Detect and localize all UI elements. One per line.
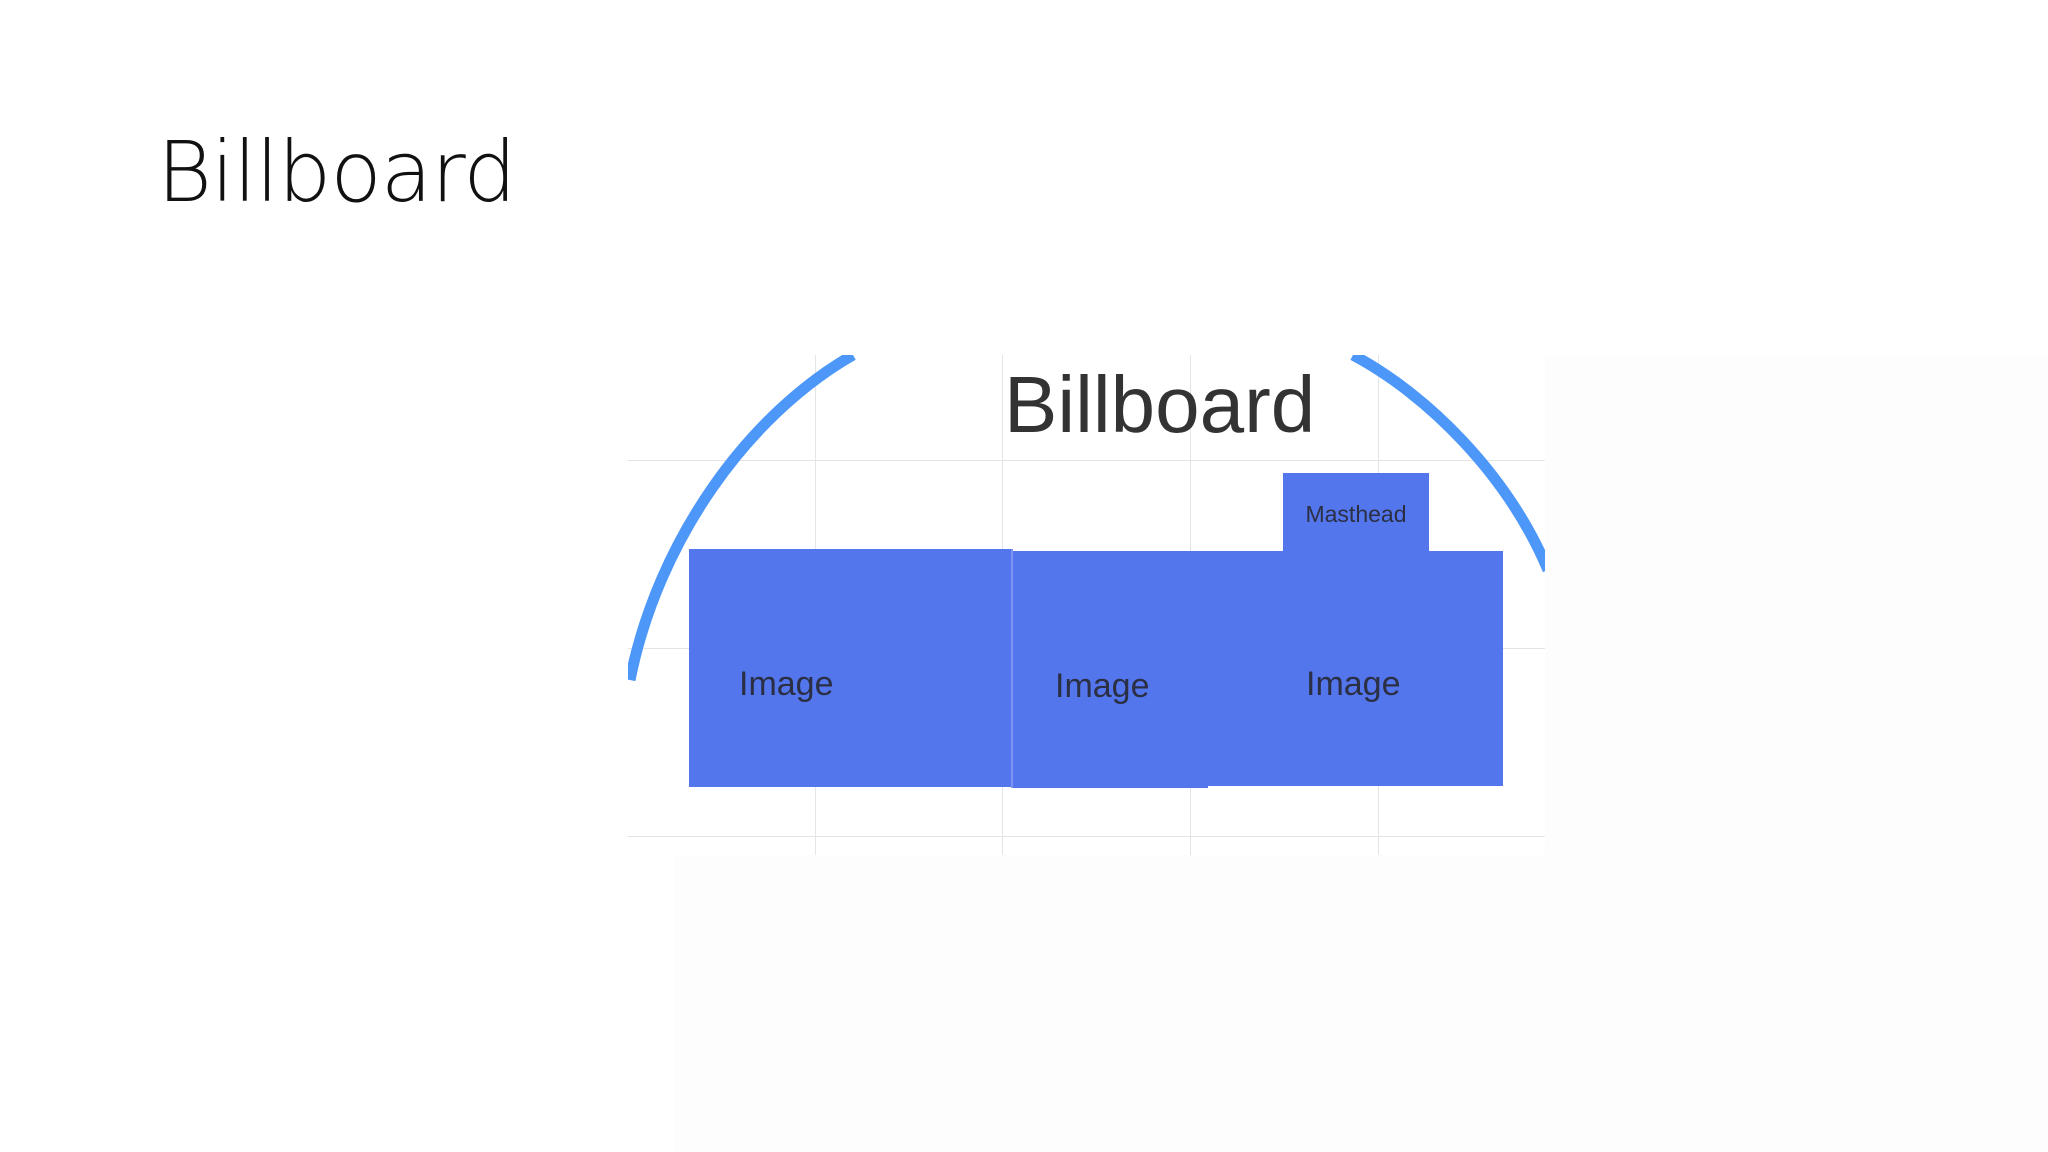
image-block-1: Image [689,549,1012,787]
image-label-2: Image [1055,667,1150,705]
masthead-block: Masthead [1283,473,1429,555]
slide-title: Billboard [157,123,517,221]
image-label-3: Image [1306,665,1401,703]
diagram-background-right [1545,355,2048,855]
diagram-background-lower [675,854,2048,1152]
image-block-2: Image [1013,551,1208,788]
grid-line [628,460,1545,461]
block-divider [1011,549,1013,788]
grid-line [628,836,1545,837]
image-label-1: Image [739,665,834,703]
diagram-title: Billboard [1004,360,1316,449]
masthead-label: Masthead [1305,501,1407,527]
image-block-3: Image [1207,551,1503,786]
circular-arc [628,355,1545,682]
